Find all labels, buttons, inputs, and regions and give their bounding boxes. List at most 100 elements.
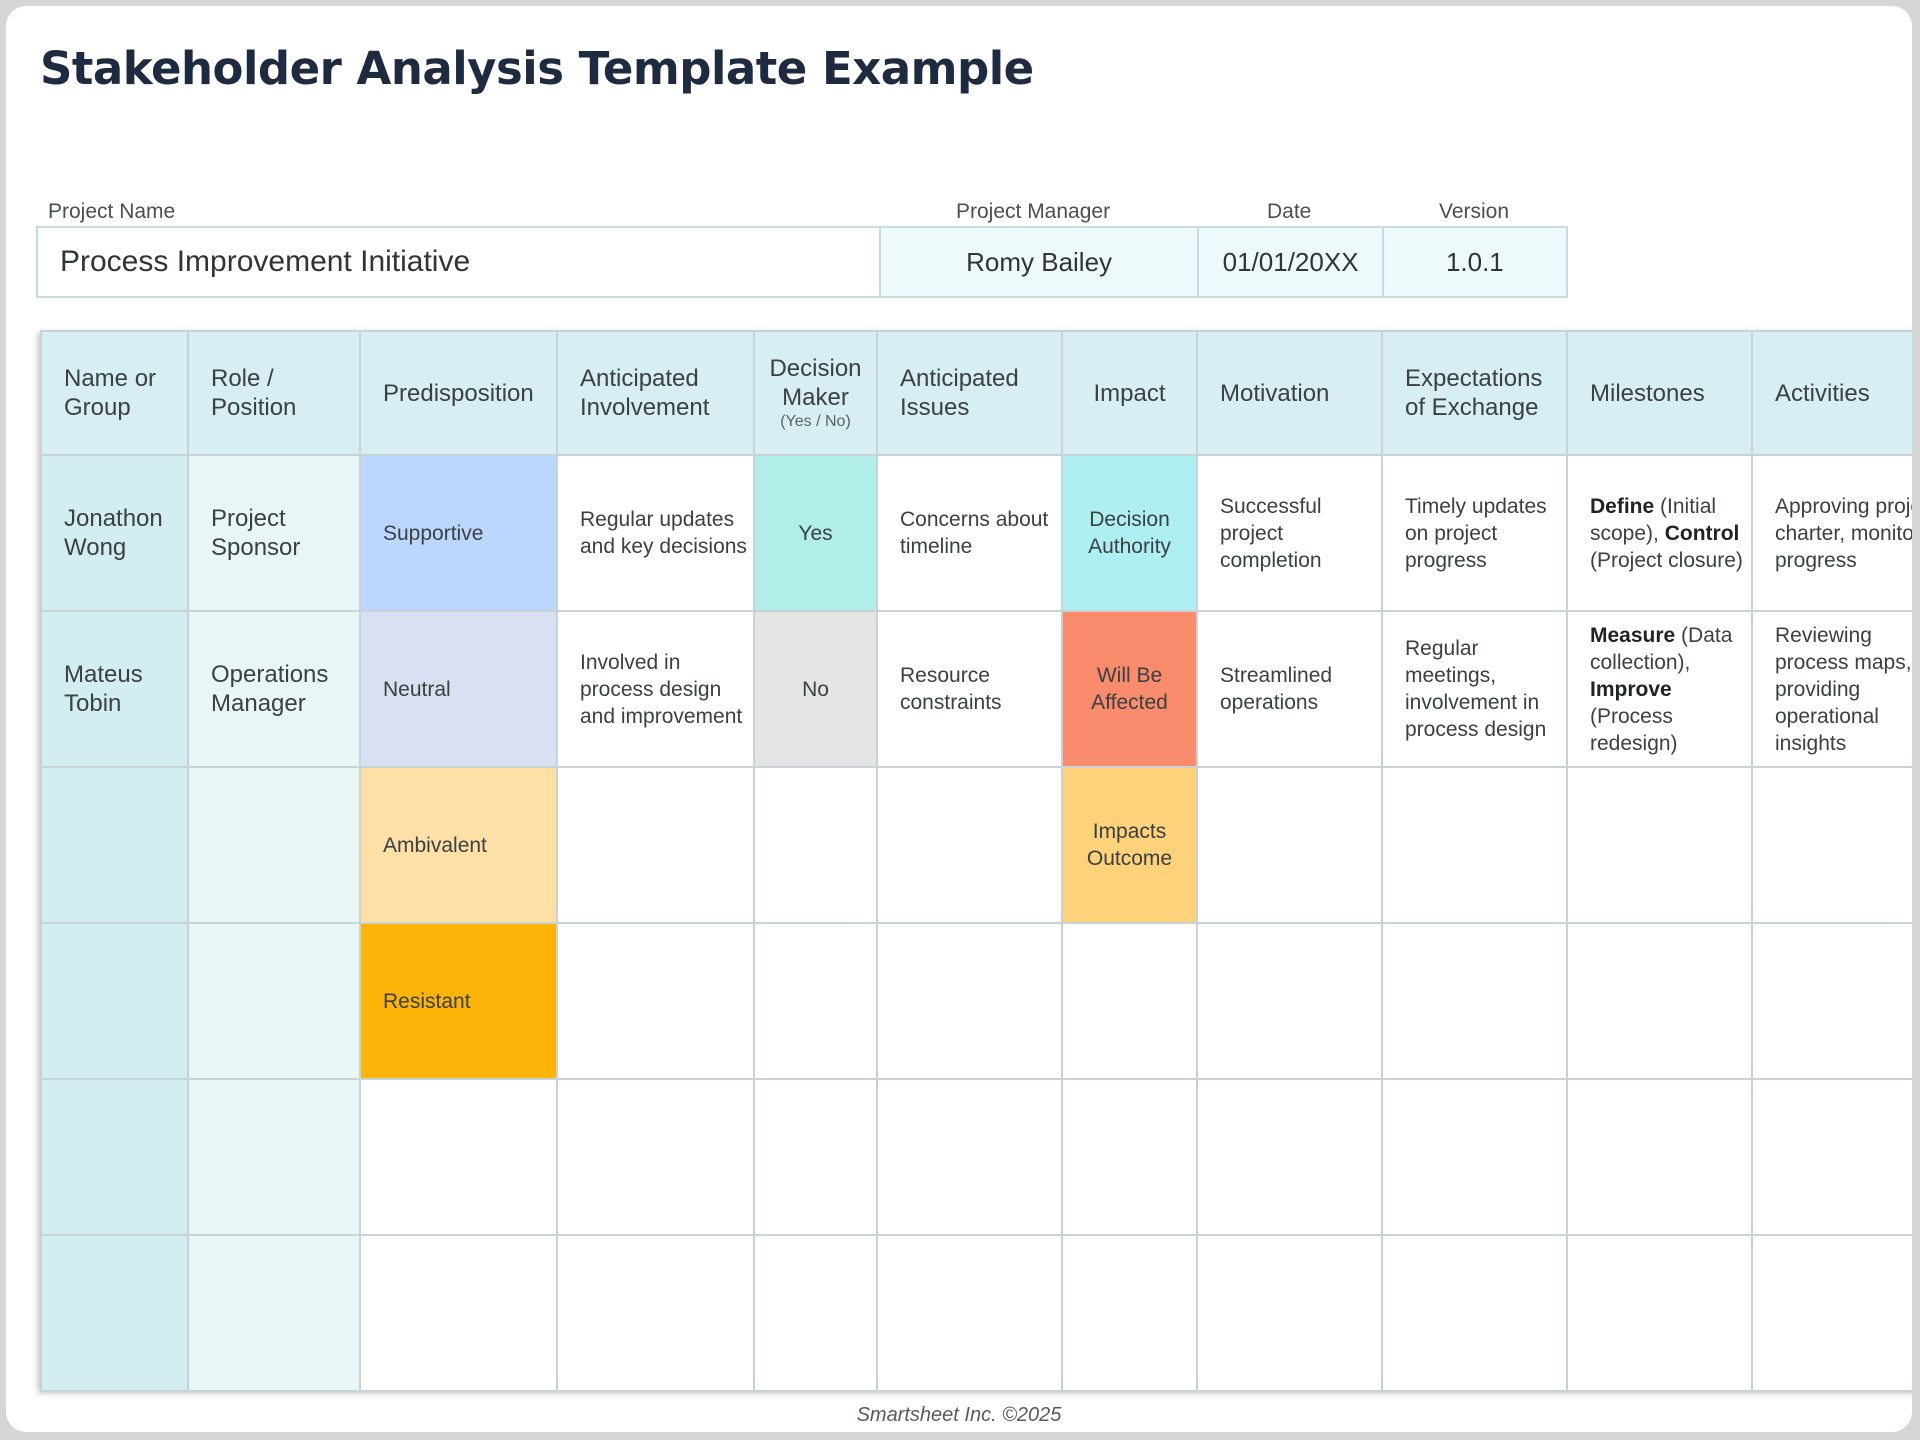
header-role: Role / Position: [187, 330, 361, 456]
cell-name[interactable]: Jonathon Wong: [40, 454, 189, 612]
cell-issues[interactable]: Resource constraints: [876, 610, 1063, 768]
cell-name[interactable]: [40, 1234, 189, 1392]
cell-name[interactable]: [40, 766, 189, 924]
cell-role[interactable]: Project Sponsor: [187, 454, 361, 612]
cell-predisposition[interactable]: Resistant: [359, 922, 558, 1080]
cell-decision-maker[interactable]: Yes: [753, 454, 878, 612]
cell-name[interactable]: [40, 922, 189, 1080]
cell-expectations[interactable]: Regular meetings, involvement in process…: [1381, 610, 1568, 768]
cell-milestones[interactable]: Measure (Data collection), Improve (Proc…: [1566, 610, 1753, 768]
table-header-row: Name or Group Role / Position Predisposi…: [40, 330, 1912, 456]
project-manager-label: Project Manager: [956, 200, 1111, 223]
cell-role[interactable]: [187, 1078, 361, 1236]
cell-expectations[interactable]: Timely updates on project progress: [1381, 454, 1568, 612]
header-decision-maker-sub: (Yes / No): [780, 413, 851, 430]
cell-activities[interactable]: [1751, 1234, 1912, 1392]
cell-involvement[interactable]: Involved in process design and improveme…: [556, 610, 755, 768]
cell-activities[interactable]: [1751, 922, 1912, 1080]
cell-milestones[interactable]: [1566, 766, 1753, 924]
cell-motivation[interactable]: Successful project completion: [1196, 454, 1383, 612]
cell-motivation[interactable]: Streamlined operations: [1196, 610, 1383, 768]
header-expectations: Expectations of Exchange: [1381, 330, 1568, 456]
cell-issues[interactable]: [876, 922, 1063, 1080]
table-row: Resistant: [40, 922, 1912, 1080]
date-field[interactable]: 01/01/20XX: [1197, 228, 1382, 296]
table-row: Mateus Tobin Operations Manager Neutral …: [40, 610, 1912, 768]
version-label: Version: [1439, 200, 1510, 223]
cell-predisposition[interactable]: Neutral: [359, 610, 558, 768]
project-name-field[interactable]: Process Improvement Initiative: [38, 228, 879, 296]
cell-predisposition[interactable]: Supportive: [359, 454, 558, 612]
cell-activities[interactable]: [1751, 1078, 1912, 1236]
cell-motivation[interactable]: [1196, 1234, 1383, 1392]
cell-issues[interactable]: [876, 1234, 1063, 1392]
footer-copyright: Smartsheet Inc. ©2025: [856, 1404, 1062, 1426]
cell-name[interactable]: [40, 1078, 189, 1236]
cell-role[interactable]: Operations Manager: [187, 610, 361, 768]
milestone-detail: (Process redesign): [1590, 704, 1678, 755]
milestone-phase: Control: [1664, 521, 1740, 545]
cell-expectations[interactable]: [1381, 766, 1568, 924]
header-predisposition: Predisposition: [359, 330, 558, 456]
cell-milestones[interactable]: [1566, 922, 1753, 1080]
cell-predisposition[interactable]: Ambivalent: [359, 766, 558, 924]
table-row: [40, 1234, 1912, 1392]
cell-impact[interactable]: [1061, 1234, 1198, 1392]
cell-activities[interactable]: Reviewing process maps, providing operat…: [1751, 610, 1912, 768]
milestone-phase: Improve: [1590, 677, 1672, 701]
cell-milestones[interactable]: Define (Initial scope), Control (Project…: [1566, 454, 1753, 612]
cell-involvement[interactable]: Regular updates and key decisions: [556, 454, 755, 612]
cell-impact[interactable]: [1061, 1078, 1198, 1236]
cell-milestones[interactable]: [1566, 1078, 1753, 1236]
cell-activities[interactable]: Approving project charter, monitoring pr…: [1751, 454, 1912, 612]
cell-decision-maker[interactable]: No: [753, 610, 878, 768]
cell-predisposition[interactable]: [359, 1078, 558, 1236]
header-motivation: Motivation: [1196, 330, 1383, 456]
cell-role[interactable]: [187, 1234, 361, 1392]
version-field[interactable]: 1.0.1: [1381, 228, 1566, 296]
project-name-label: Project Name: [48, 200, 176, 223]
header-activities: Activities: [1751, 330, 1912, 456]
header-name: Name or Group: [40, 330, 189, 456]
cell-impact[interactable]: Impacts Outcome: [1061, 766, 1198, 924]
cell-impact[interactable]: Decision Authority: [1061, 454, 1198, 612]
cell-motivation[interactable]: [1196, 766, 1383, 924]
cell-decision-maker[interactable]: [753, 1078, 878, 1236]
cell-impact[interactable]: Will Be Affected: [1061, 610, 1198, 768]
cell-milestones[interactable]: [1566, 1234, 1753, 1392]
header-impact: Impact: [1061, 330, 1198, 456]
cell-motivation[interactable]: [1196, 922, 1383, 1080]
table-row: Jonathon Wong Project Sponsor Supportive…: [40, 454, 1912, 612]
milestone-phase: Define: [1590, 494, 1655, 518]
cell-involvement[interactable]: [556, 1234, 755, 1392]
cell-expectations[interactable]: [1381, 1234, 1568, 1392]
cell-issues[interactable]: [876, 1078, 1063, 1236]
header-involvement: Anticipated Involvement: [556, 330, 755, 456]
cell-impact[interactable]: [1061, 922, 1198, 1080]
header-decision-maker: Decision Maker (Yes / No): [753, 330, 878, 456]
cell-expectations[interactable]: [1381, 1078, 1568, 1236]
cell-name[interactable]: Mateus Tobin: [40, 610, 189, 768]
header-issues: Anticipated Issues: [876, 330, 1063, 456]
cell-involvement[interactable]: [556, 766, 755, 924]
header-decision-maker-label: Decision Maker: [769, 355, 862, 411]
cell-role[interactable]: [187, 766, 361, 924]
page-title: Stakeholder Analysis Template Example: [40, 42, 1034, 95]
cell-predisposition[interactable]: [359, 1234, 558, 1392]
cell-decision-maker[interactable]: [753, 922, 878, 1080]
header-milestones: Milestones: [1566, 330, 1753, 456]
stakeholder-table: Name or Group Role / Position Predisposi…: [40, 330, 1912, 1392]
cell-role[interactable]: [187, 922, 361, 1080]
cell-issues[interactable]: [876, 766, 1063, 924]
project-manager-field[interactable]: Romy Bailey: [878, 228, 1198, 296]
cell-expectations[interactable]: [1381, 922, 1568, 1080]
cell-motivation[interactable]: [1196, 1078, 1383, 1236]
milestone-detail: (Data collection),: [1590, 623, 1733, 674]
cell-activities[interactable]: [1751, 766, 1912, 924]
cell-decision-maker[interactable]: [753, 766, 878, 924]
cell-decision-maker[interactable]: [753, 1234, 878, 1392]
cell-issues[interactable]: Concerns about timeline: [876, 454, 1063, 612]
cell-involvement[interactable]: [556, 1078, 755, 1236]
cell-involvement[interactable]: [556, 922, 755, 1080]
document-page: Stakeholder Analysis Template Example Pr…: [6, 6, 1912, 1432]
